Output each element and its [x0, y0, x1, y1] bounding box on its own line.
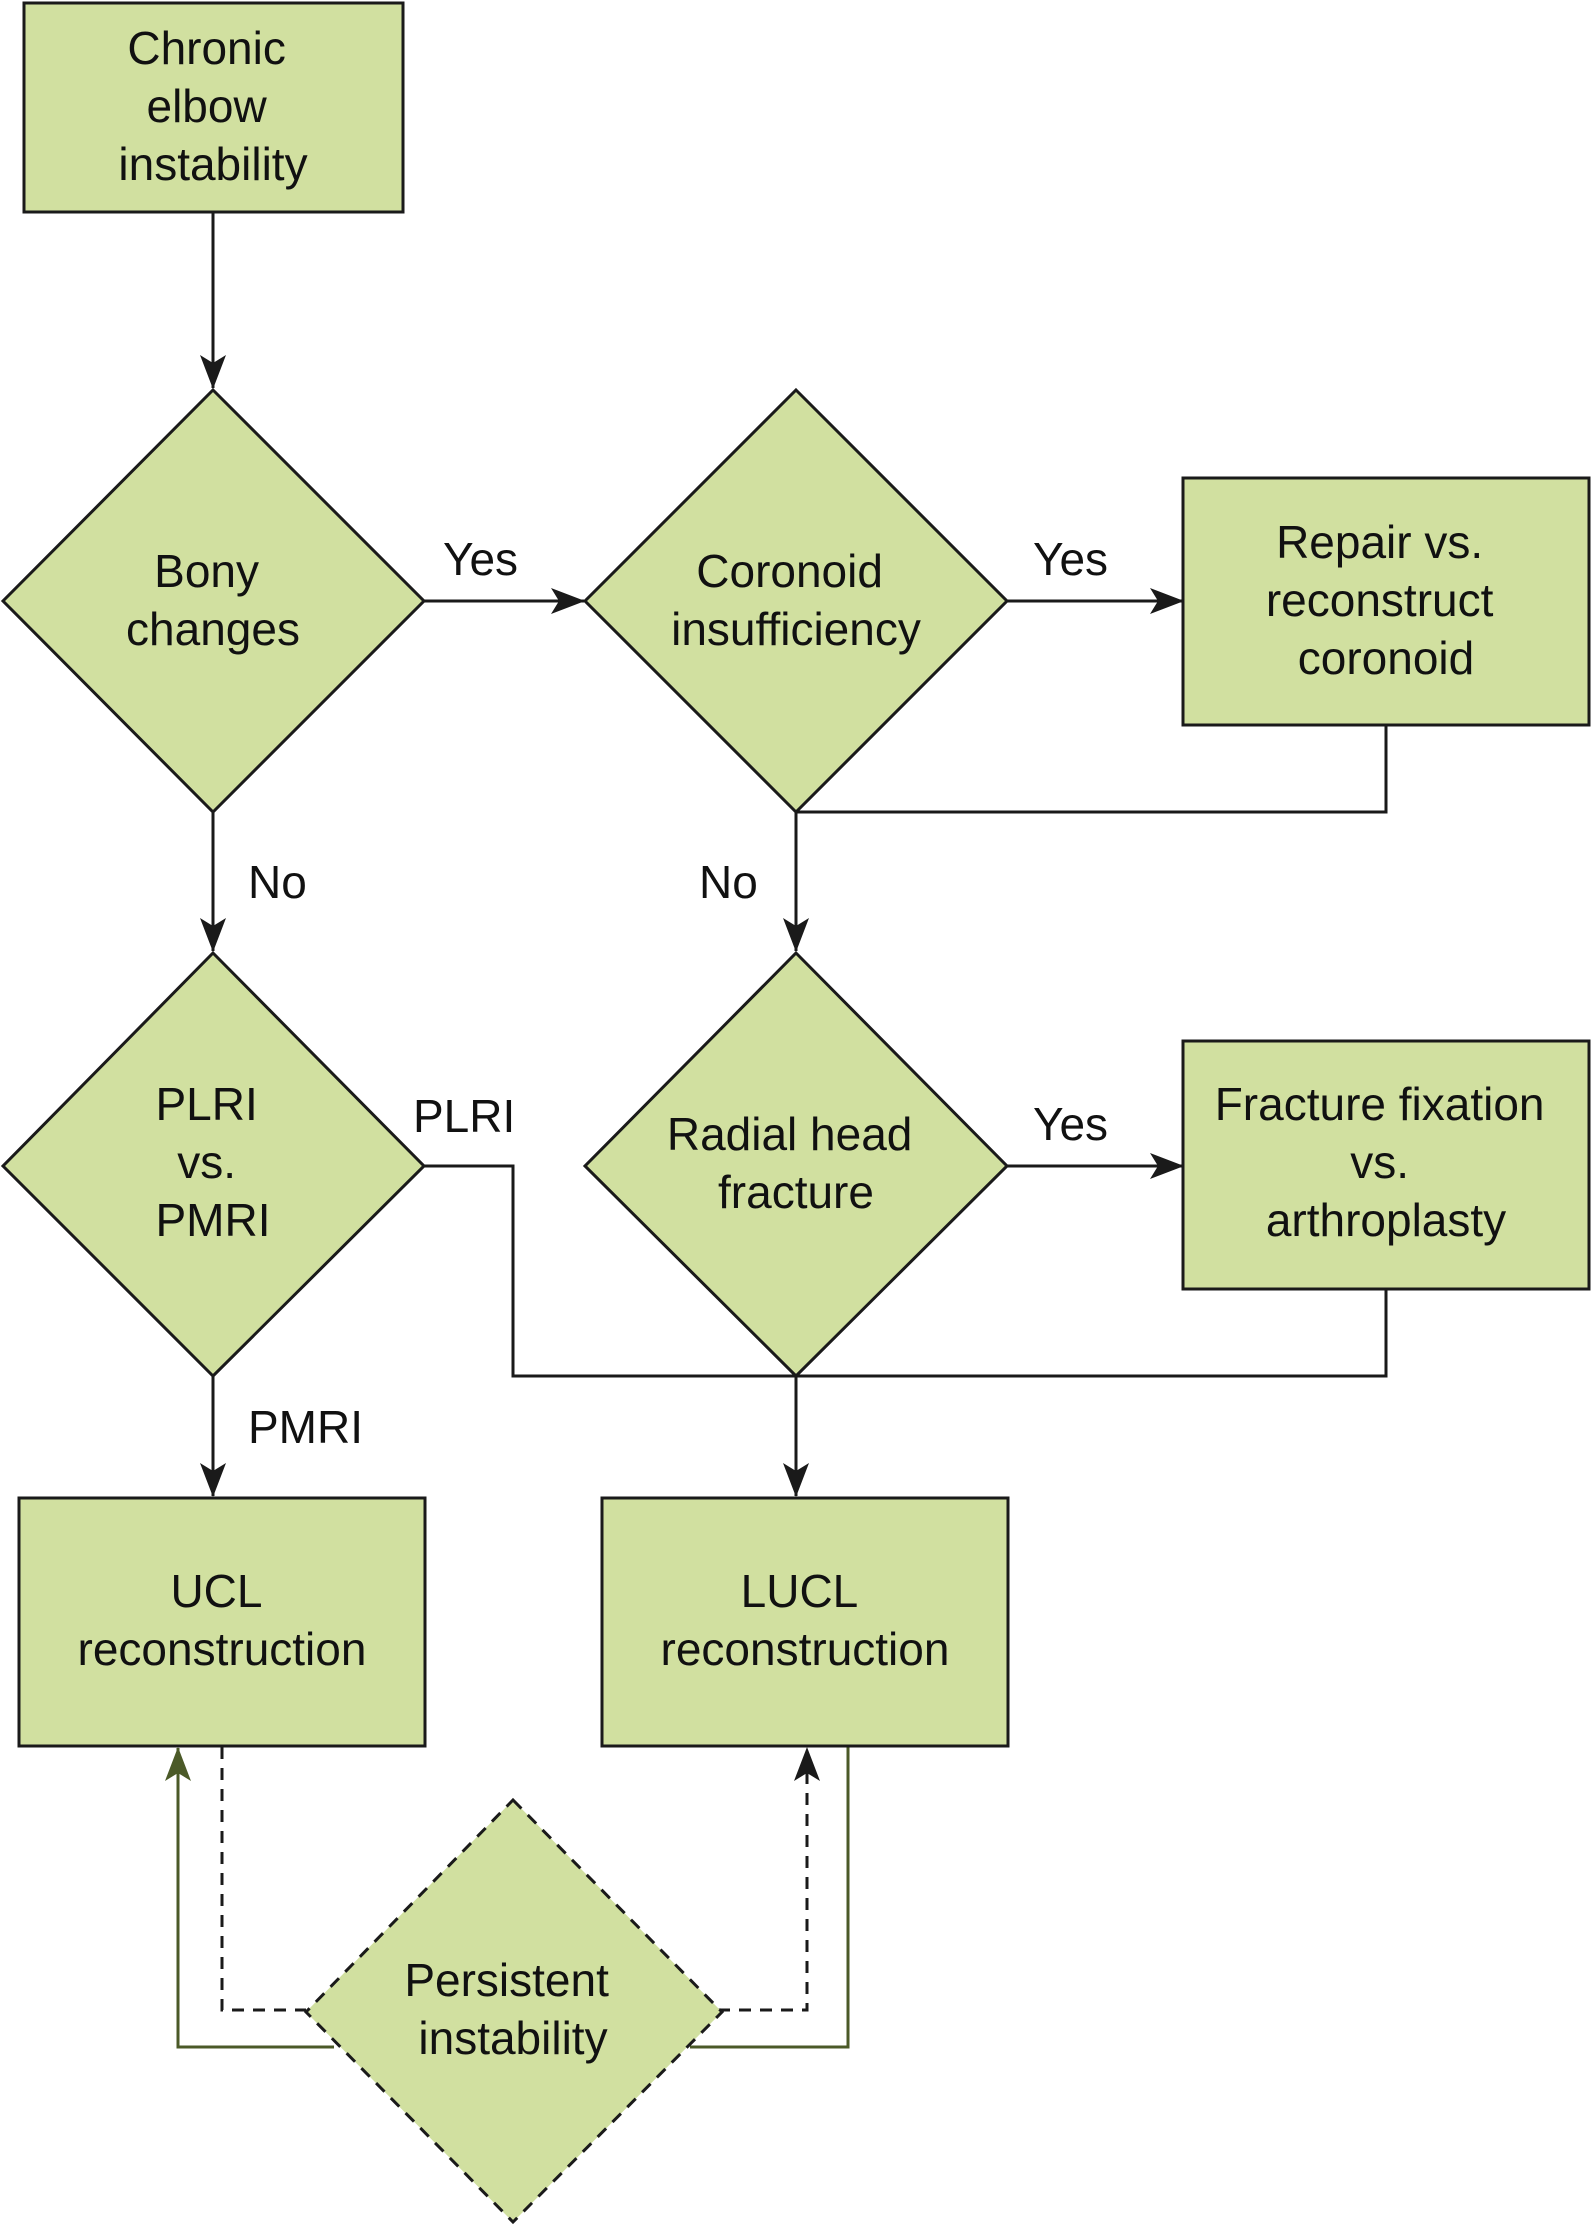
label-coronoid-no: No: [699, 856, 758, 908]
label-radial-yes: Yes: [1033, 1098, 1108, 1150]
edge-persistent-to-lucl: [718, 1747, 820, 2012]
node-plri-vs-pmri-label: PLRI vs. PMRI: [155, 1078, 270, 1246]
node-coronoid-label: Coronoid insufficiency: [671, 545, 921, 655]
node-ucl-label: UCL reconstruction: [78, 1565, 367, 1675]
edge-persistent-to-ucl: [165, 1747, 334, 2049]
node-bony-changes-label: Bony changes: [126, 545, 300, 655]
node-start-label: Chronic elbow instability: [118, 22, 307, 190]
connectors: [165, 212, 1388, 2049]
node-plri-vs-pmri: PLRI vs. PMRI: [0, 950, 427, 1379]
label-bony-no: No: [248, 856, 307, 908]
edge-ucl-to-persistent: [220, 1747, 306, 2012]
edge-repair-return: [796, 725, 1388, 814]
edge-lucl-to-persistent: [690, 1747, 850, 2049]
node-fracture-fixation-label: Fracture fixation vs. arthroplasty: [1215, 1078, 1558, 1246]
node-lucl-reconstruction: LUCL reconstruction: [600, 1496, 1010, 1748]
label-bony-yes: Yes: [443, 533, 518, 585]
edge-plri: [424, 1164, 1388, 1378]
node-bony-changes: Bony changes: [0, 387, 427, 815]
label-pmri: PMRI: [248, 1401, 363, 1453]
node-persistent-instability: Persistent instability: [303, 1797, 725, 2225]
node-coronoid-insufficiency: Coronoid insufficiency: [582, 387, 1010, 815]
label-coronoid-yes: Yes: [1033, 533, 1108, 585]
label-plri: PLRI: [413, 1090, 515, 1142]
node-repair-coronoid-label: Repair vs. reconstruct coronoid: [1266, 516, 1506, 684]
node-radial-head-label: Radial head fracture: [667, 1108, 925, 1218]
node-persistent-label: Persistent instability: [404, 1954, 621, 2064]
node-ucl-reconstruction: UCL reconstruction: [17, 1496, 427, 1748]
node-fracture-fixation: Fracture fixation vs. arthroplasty: [1181, 1039, 1591, 1291]
edge-labels: Yes Yes No No Yes PLRI PMRI: [248, 533, 1108, 1453]
node-lucl-label: LUCL reconstruction: [661, 1565, 950, 1675]
node-repair-coronoid: Repair vs. reconstruct coronoid: [1181, 476, 1591, 727]
node-radial-head-fracture: Radial head fracture: [582, 950, 1010, 1379]
node-start: Chronic elbow instability: [22, 1, 405, 214]
